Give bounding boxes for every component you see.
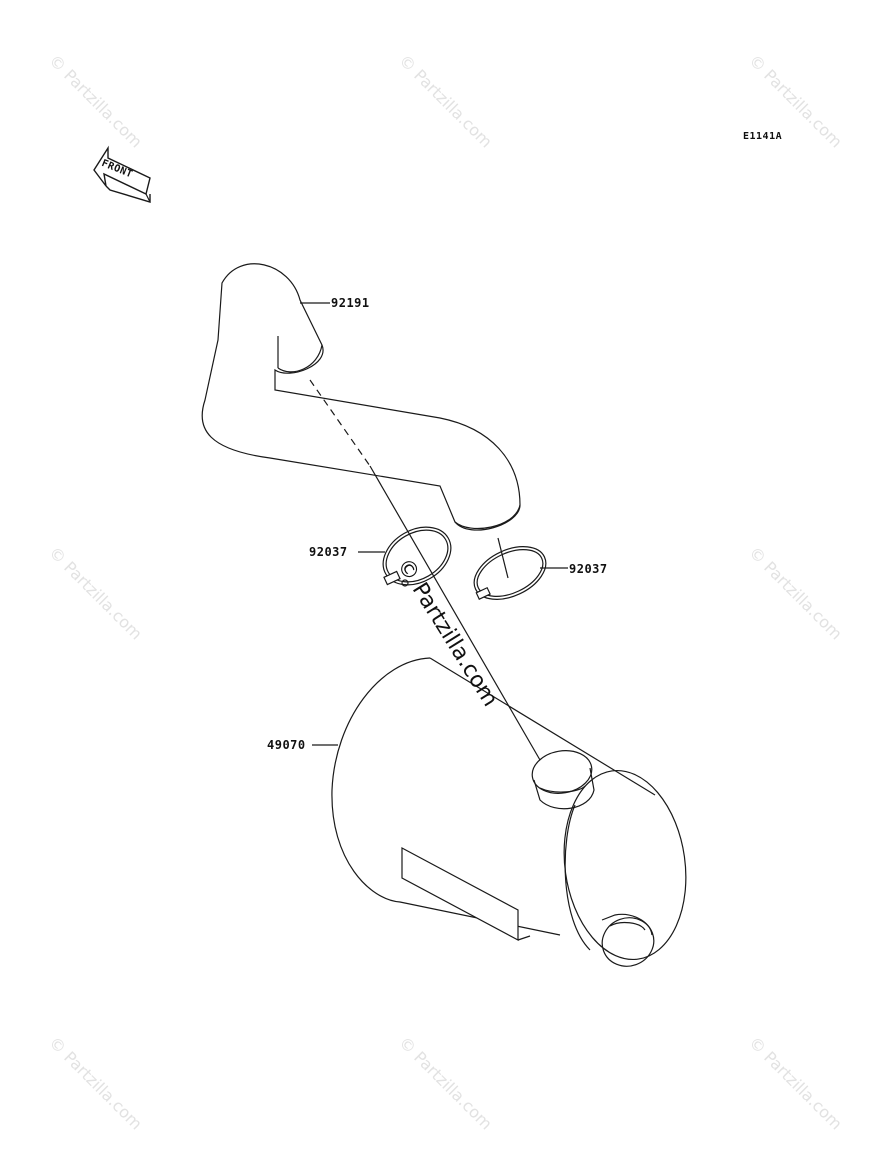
clamp-left — [382, 526, 452, 587]
part-number-92037-left[interactable]: 92037 — [309, 545, 348, 559]
exhaust-pipe — [201, 263, 521, 531]
front-arrow-icon — [93, 145, 151, 203]
leader-lines — [300, 302, 568, 746]
muffler — [331, 657, 687, 967]
clamp-right — [473, 537, 547, 600]
centerline — [309, 379, 541, 761]
part-number-92191[interactable]: 92191 — [331, 296, 370, 310]
diagram-code: E1141A — [743, 131, 783, 142]
part-number-92037-right[interactable]: 92037 — [569, 562, 608, 576]
part-number-49070[interactable]: 49070 — [267, 738, 306, 752]
